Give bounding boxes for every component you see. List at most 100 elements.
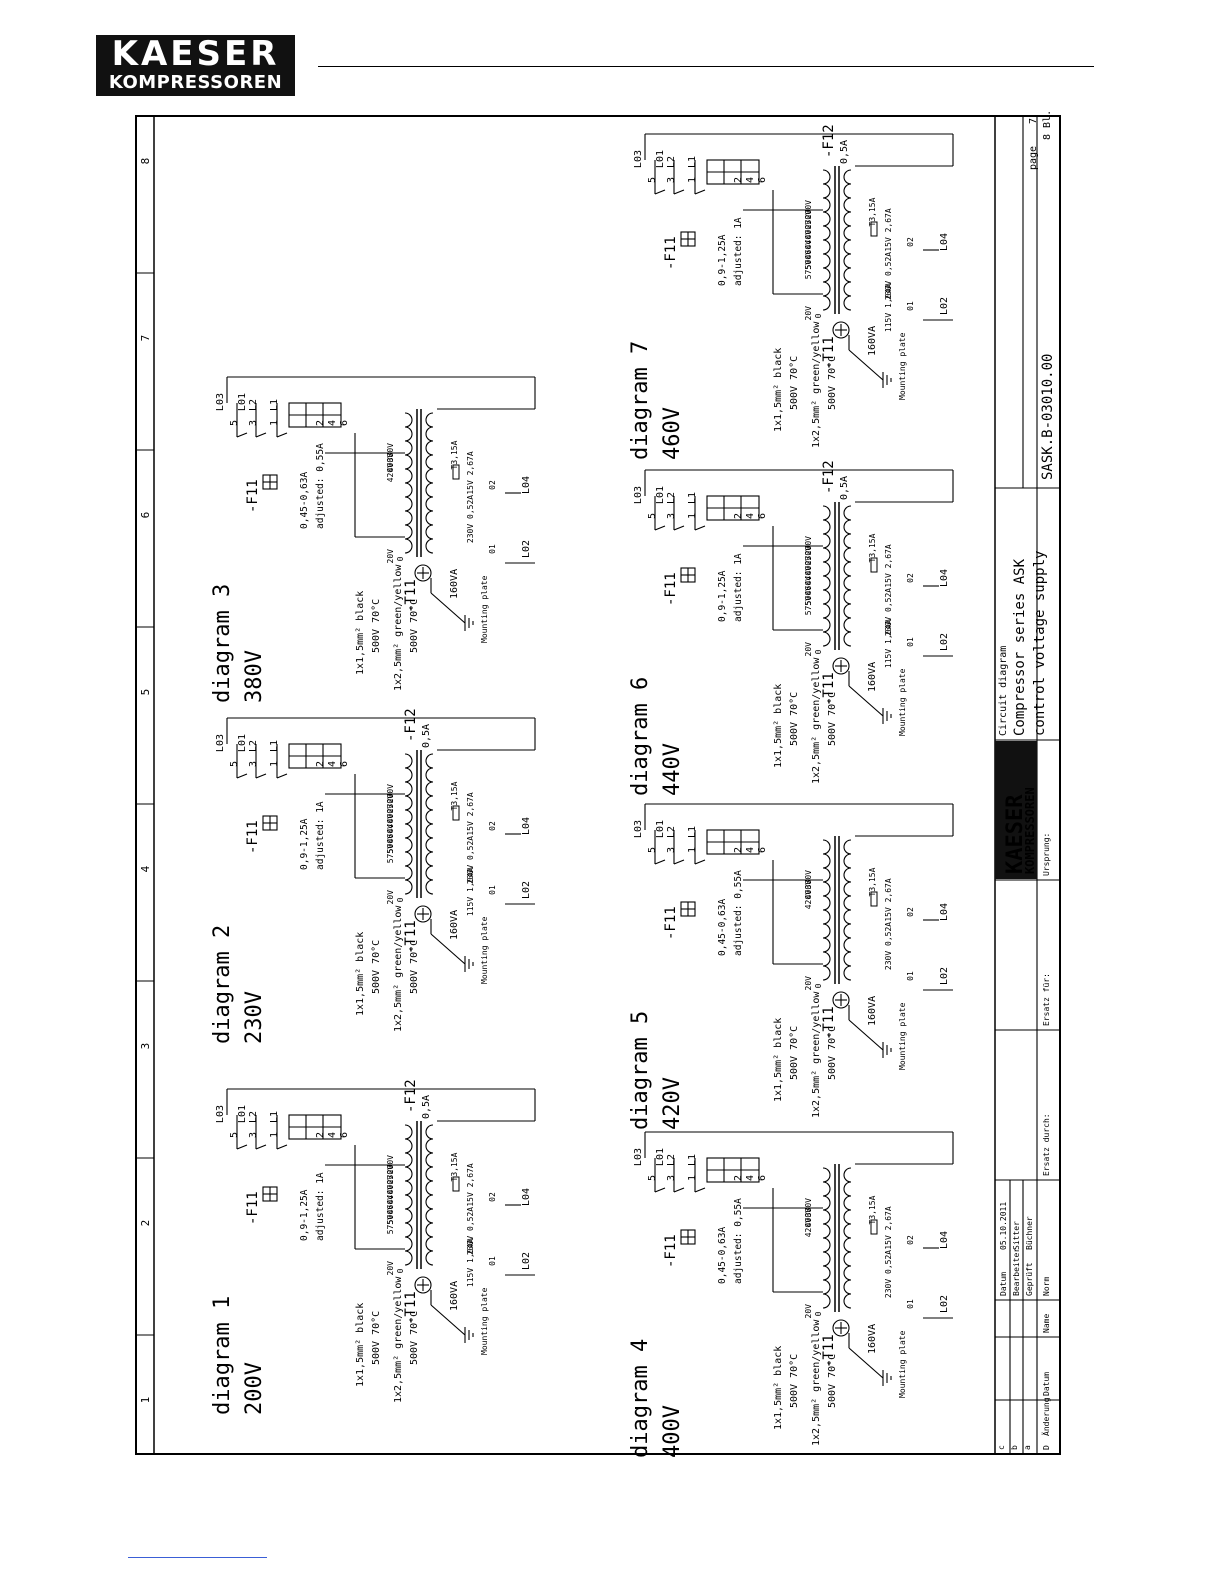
node-01: 01 — [488, 544, 497, 554]
secondary-15v: 15V 2,67A — [466, 792, 475, 836]
secondary-winding — [425, 795, 434, 811]
secondary-winding — [425, 496, 434, 512]
primary-tap: 420V — [386, 463, 395, 482]
secondary-winding — [425, 538, 434, 554]
revision-datum: Datum — [1042, 1372, 1051, 1396]
title-logo-brand: KAESER — [1003, 794, 1028, 874]
primary-tap: 575V — [386, 1215, 395, 1234]
primary-winding — [404, 879, 413, 895]
secondary-winding — [425, 1124, 434, 1140]
terminal-number: 1 — [687, 513, 698, 519]
diagram-title: diagram 2 — [210, 925, 235, 1044]
mounting-plate: Mounting plate — [480, 575, 489, 643]
secondary-15v: 15V 2,67A — [884, 208, 893, 252]
breaker-contact — [654, 1187, 666, 1193]
breaker-adjusted: adjusted: 1A — [733, 553, 744, 622]
secondary-230v: 230V 0,52A — [466, 495, 475, 543]
diagram-voltage: 380V — [242, 650, 267, 703]
diagram-voltage: 200V — [242, 1362, 267, 1415]
breaker-adjusted: adjusted: 0,55A — [733, 870, 744, 956]
terminal-number: 5 — [647, 513, 658, 519]
wire-label-L04: L04 — [939, 233, 950, 251]
primary-winding — [822, 519, 831, 535]
secondary-15v: 15V 2,67A — [884, 878, 893, 922]
primary-tap: 460V — [804, 240, 813, 259]
earth-wire — [430, 592, 466, 624]
breaker-contact — [654, 189, 666, 195]
secondary-winding — [843, 561, 852, 577]
wire-label-L04: L04 — [521, 476, 532, 494]
wire-label-L01: L01 — [237, 1105, 248, 1123]
secondary-winding — [425, 767, 434, 783]
primary-tap: 400V — [804, 220, 813, 239]
pe-rating: 500V 70°C — [409, 599, 420, 653]
node-02: 02 — [906, 907, 915, 917]
pe-cable: 1x2,5mm² green/yellow — [811, 991, 822, 1118]
primary-winding — [822, 1237, 831, 1253]
primary-winding — [404, 753, 413, 769]
secondary-winding — [843, 589, 852, 605]
primary-tap: 200V — [804, 536, 813, 555]
secondary-winding — [425, 1208, 434, 1224]
terminal-number: 1 — [269, 761, 280, 767]
primary-winding — [404, 837, 413, 853]
transformer-power: 160VA — [449, 1281, 460, 1311]
secondary-winding — [425, 454, 434, 470]
primary-tap: 420V — [804, 890, 813, 909]
primary-rating: 500V 70°C — [789, 1026, 800, 1080]
transformer-power: 160VA — [867, 1324, 878, 1354]
primary-winding — [822, 505, 831, 521]
secondary-winding — [843, 1251, 852, 1267]
primary-cable: 1x1,5mm² black — [773, 684, 784, 768]
terminal-number: 2 — [733, 847, 744, 853]
breaker-contact — [255, 773, 267, 779]
terminal-number: 2 — [315, 1132, 326, 1138]
primary-winding — [404, 538, 413, 554]
primary-winding — [822, 1223, 831, 1239]
node-02: 02 — [488, 821, 497, 831]
tb-datum-head: Datum — [999, 1272, 1008, 1296]
secondary-115v: 115V 1,04A — [884, 284, 893, 332]
transformer-tag: -T11 — [821, 1334, 837, 1368]
breaker-tag: -F11 — [245, 820, 261, 854]
earth-symbol — [832, 991, 850, 1009]
secondary-winding — [425, 1222, 434, 1238]
earth-symbol — [832, 1319, 850, 1337]
node-01: 01 — [906, 637, 915, 647]
terminal-number: 6 — [339, 420, 350, 426]
terminal-number: 5 — [647, 847, 658, 853]
primary-winding — [404, 1166, 413, 1182]
phase-label: L1 — [687, 156, 698, 168]
fuse-tag: -F12 — [403, 708, 419, 742]
secondary-winding — [843, 1195, 852, 1211]
terminal-number: 3 — [248, 761, 259, 767]
breaker-tag: -F11 — [245, 479, 261, 513]
breaker-range: 0,9-1,25A — [717, 570, 728, 622]
secondary-115v: 115V 1,04A — [466, 868, 475, 916]
terminal-number: 3 — [666, 177, 677, 183]
secondary-winding — [425, 440, 434, 456]
terminal-number: 3 — [666, 1175, 677, 1181]
phase-label: L2 — [248, 1111, 259, 1123]
primary-tap: 500V — [386, 1205, 395, 1224]
primary-winding — [822, 937, 831, 953]
grid-number: 6 — [139, 512, 152, 519]
breaker-adjusted: adjusted: 1A — [315, 801, 326, 870]
earth-wire — [848, 349, 884, 381]
secondary-winding — [425, 809, 434, 825]
primary-rating: 500V 70°C — [789, 692, 800, 746]
pe-cable: 1x2,5mm² green/yellow — [393, 564, 404, 691]
secondary-winding — [843, 895, 852, 911]
primary-cable: 1x1,5mm² black — [773, 1346, 784, 1430]
tap-20v: 20V — [804, 976, 813, 991]
breaker-contact — [276, 432, 288, 438]
primary-winding — [822, 1293, 831, 1309]
pe-rating: 500V 70°C — [827, 1026, 838, 1080]
primary-tap: 575V — [804, 260, 813, 279]
secondary-fuse-symbol — [452, 464, 460, 480]
breaker-contact — [694, 189, 706, 195]
secondary-winding — [425, 412, 434, 428]
secondary-fuse: T3,15A — [450, 781, 459, 810]
primary-winding — [404, 1208, 413, 1224]
